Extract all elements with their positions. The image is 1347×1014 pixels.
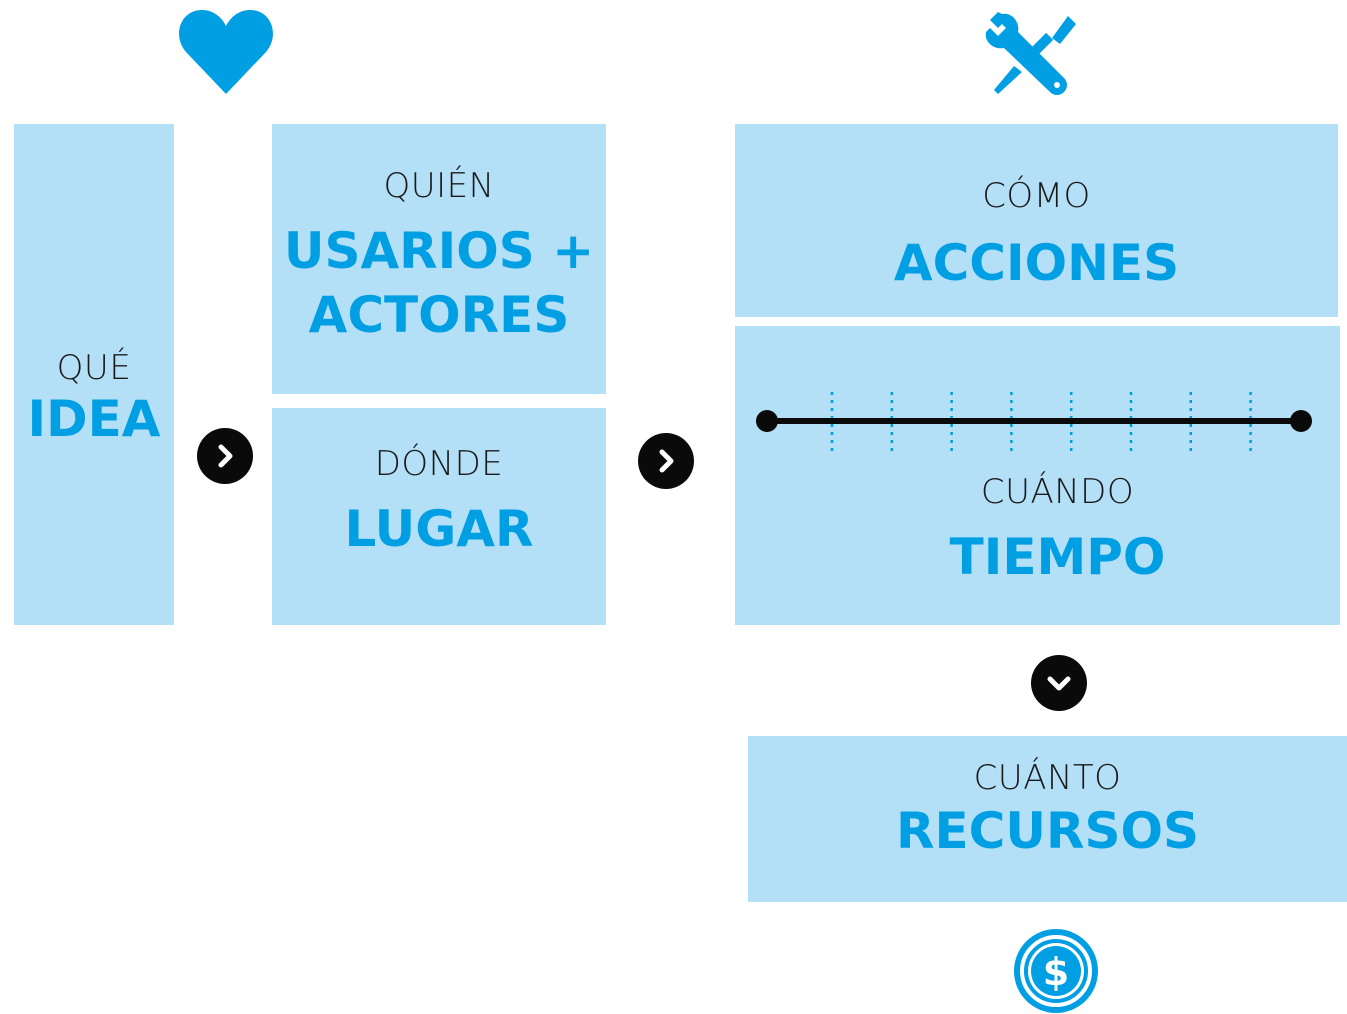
next-arrow-2 [638, 433, 694, 489]
step-quien-question: QUIÉN [383, 166, 495, 206]
chevron-right-icon [659, 449, 674, 473]
chevron-down-icon [1047, 676, 1071, 691]
timeline [756, 392, 1312, 454]
step-como-box: CÓMO ACCIONES [735, 124, 1338, 317]
step-donde-answer: LUGAR [344, 500, 534, 558]
step-quien-answer-line1: USARIOS + [283, 222, 595, 280]
step-que-box: QUÉ IDEA [14, 124, 174, 625]
chevron-right-icon [218, 444, 233, 468]
heart-icon [179, 10, 273, 94]
next-arrow-down [1031, 655, 1087, 711]
step-que-answer: IDEA [27, 390, 161, 448]
step-donde-box: DÓNDE LUGAR [272, 408, 606, 625]
step-quien-answer-line2: ACTORES [308, 286, 570, 344]
step-que-question: QUÉ [56, 348, 132, 388]
step-cuando-question: CUÁNDO [980, 472, 1135, 512]
step-cuanto-box: CUÁNTO RECURSOS [748, 736, 1347, 902]
step-como-question: CÓMO [982, 176, 1091, 216]
step-cuando-box: CUÁNDO TIEMPO [735, 326, 1340, 625]
step-cuando-answer: TIEMPO [949, 528, 1166, 586]
svg-text:$: $ [1043, 950, 1069, 994]
step-donde-question: DÓNDE [374, 444, 504, 484]
step-como-answer: ACCIONES [893, 234, 1180, 292]
step-cuanto-question: CUÁNTO [973, 758, 1122, 798]
dollar-coin-icon: $ [1014, 929, 1098, 1013]
next-arrow-1 [197, 428, 253, 484]
wrench-screwdriver-icon [985, 12, 1076, 95]
timeline-start-dot [756, 410, 778, 432]
step-quien-box: QUIÉN USARIOS + ACTORES [272, 124, 606, 394]
timeline-end-dot [1290, 410, 1312, 432]
step-cuanto-answer: RECURSOS [896, 802, 1199, 860]
